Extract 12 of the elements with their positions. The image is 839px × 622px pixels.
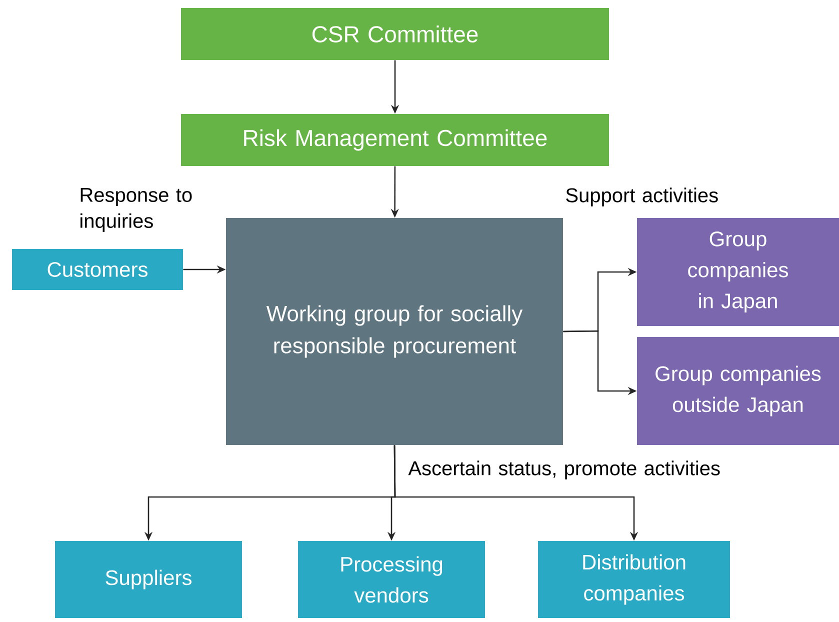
- process-box: Group companies outside Japan: [637, 337, 839, 445]
- edge-label: Response to inquiries: [80, 188, 192, 232]
- process-box: Customers: [12, 249, 183, 290]
- process-box: Group companies in Japan: [637, 218, 839, 326]
- process-box: CSR Committee: [181, 8, 609, 60]
- process-box: Risk Management Committee: [181, 114, 609, 166]
- edge-label: Ascertain status, promote activities: [408, 460, 720, 480]
- process-box: Distribution companies: [538, 541, 730, 618]
- process-box: Working group for socially responsible procurement: [226, 218, 563, 445]
- process-box: Suppliers: [55, 541, 242, 618]
- process-box: Processing vendors: [298, 541, 485, 618]
- edge-label: Support activities: [566, 188, 718, 206]
